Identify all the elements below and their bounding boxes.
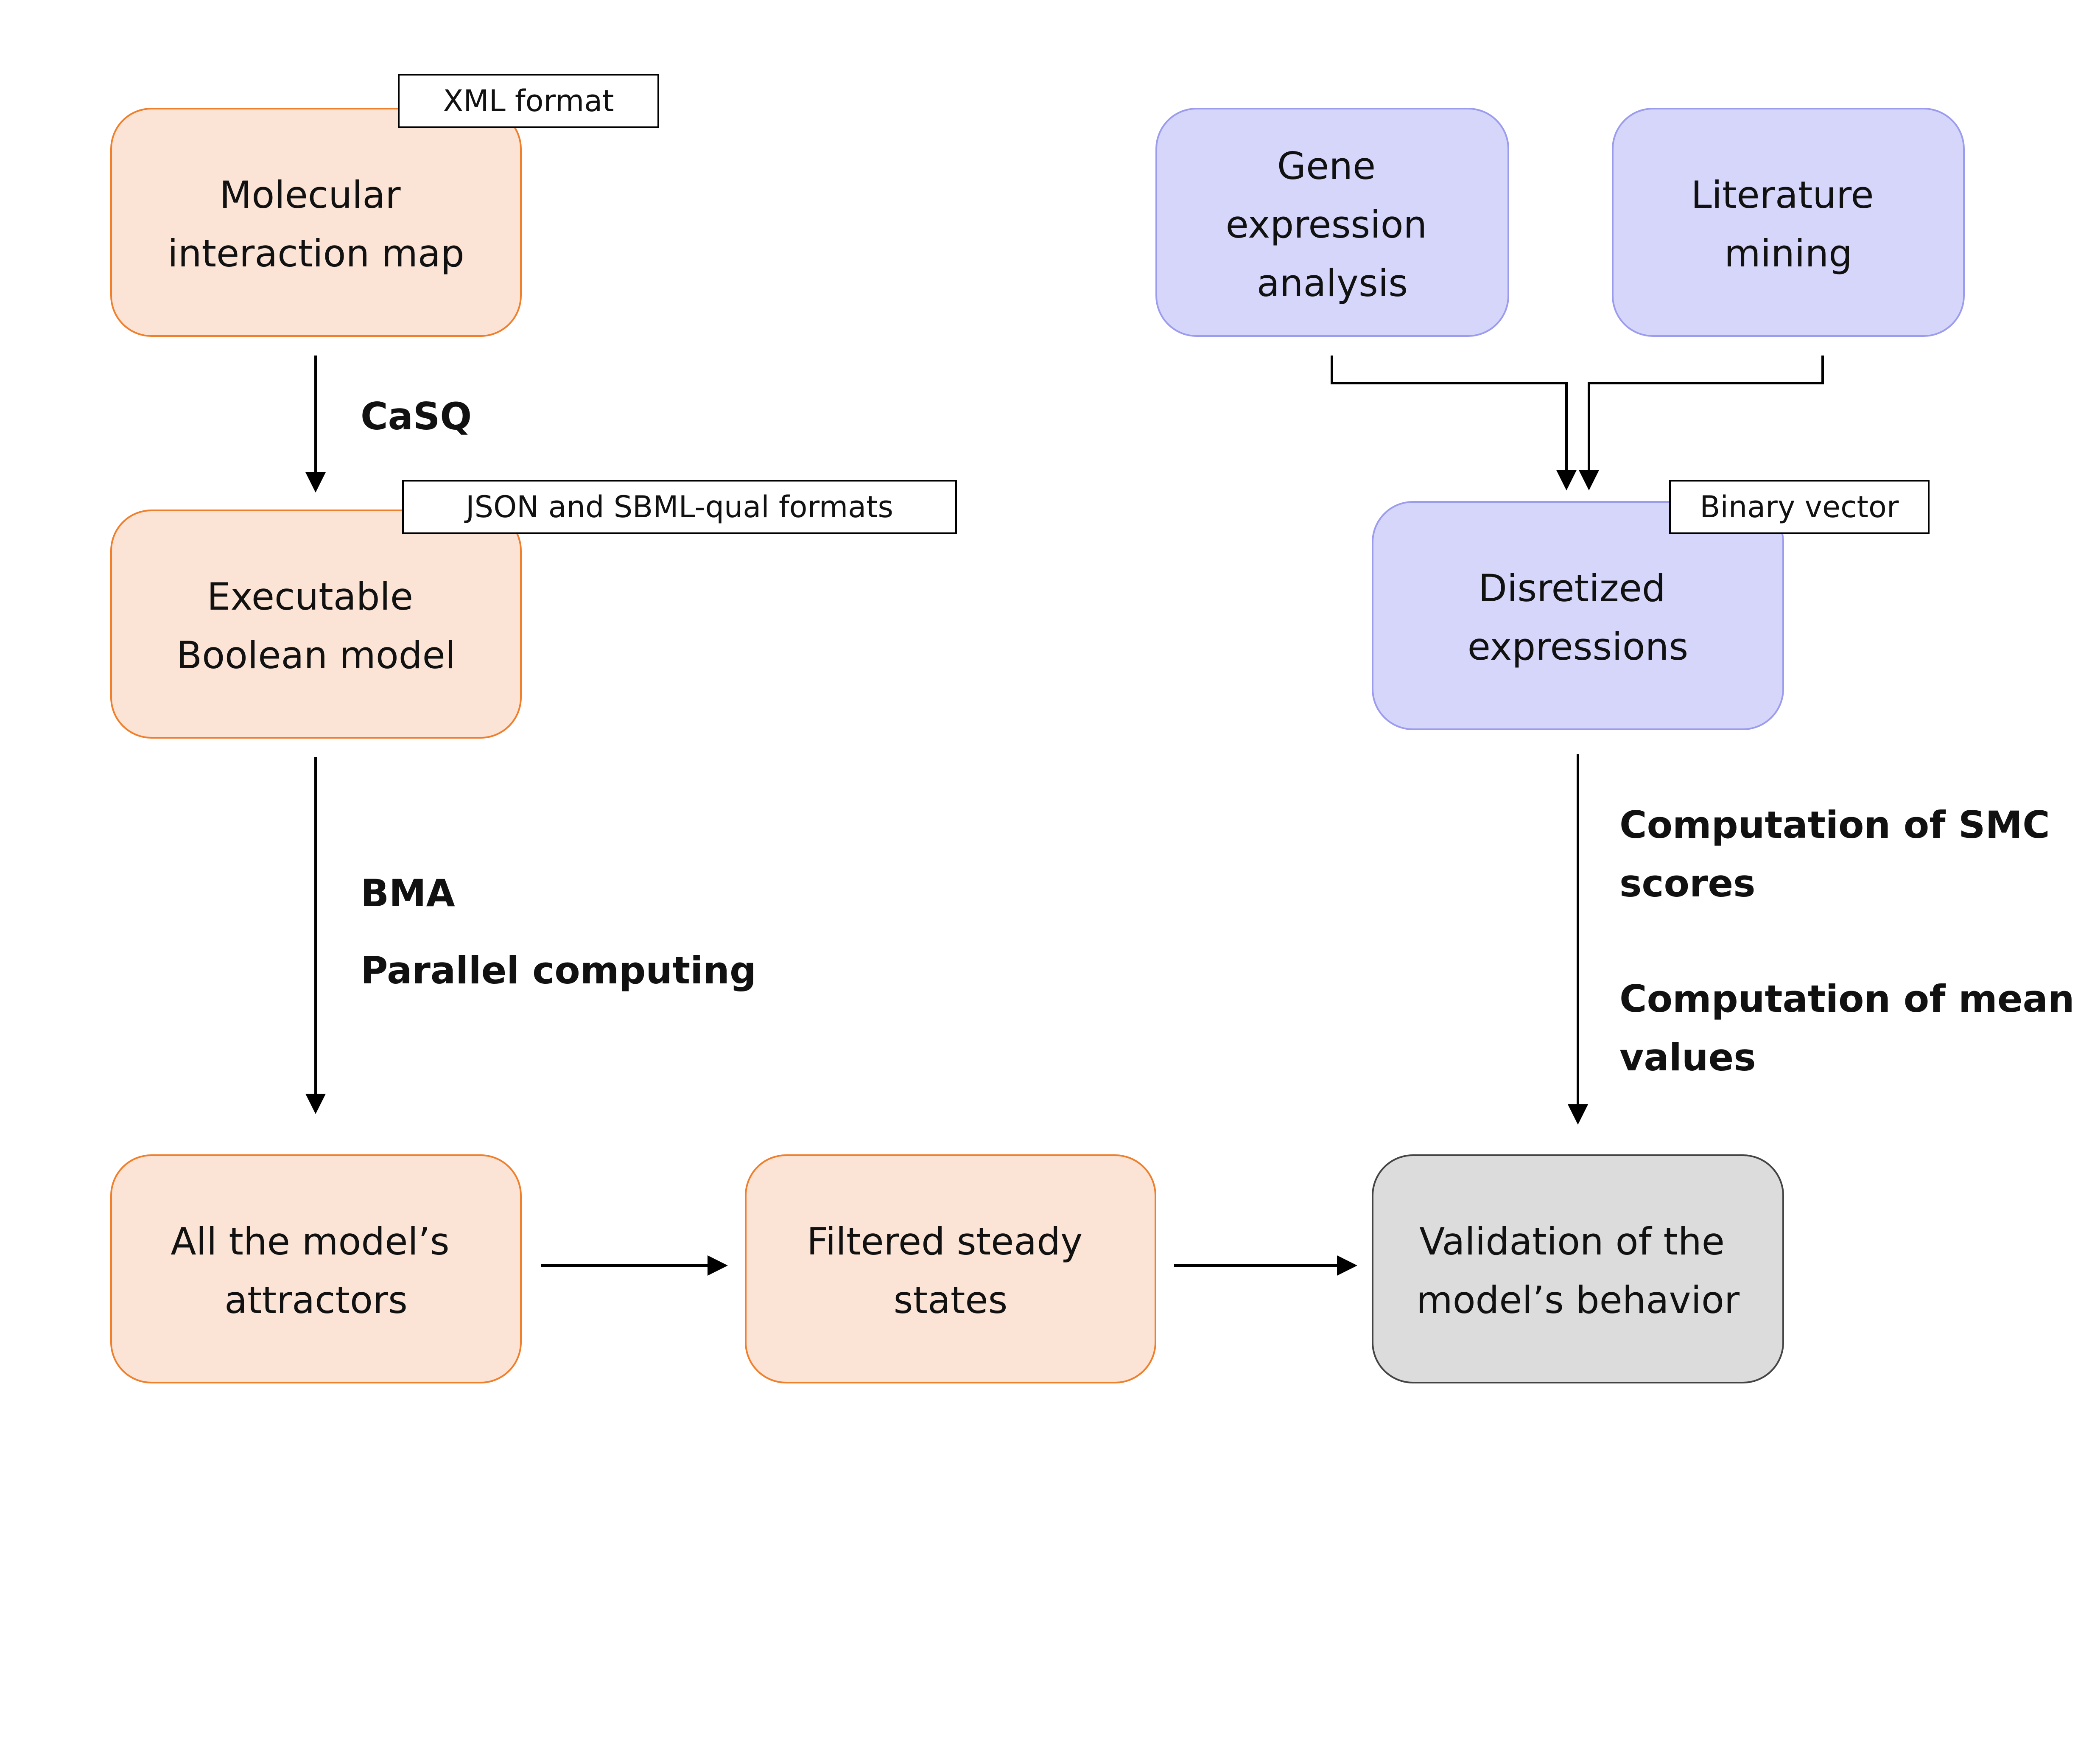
steady-states-node: Filtered steady states xyxy=(745,1154,1156,1383)
binary-vector-tag: Binary vector xyxy=(1669,480,1930,534)
json-sbml-format-tag: JSON and SBML-qual formats xyxy=(402,480,957,534)
smc-scores-label: Computation of SMC scores xyxy=(1619,803,2063,905)
discretized-line-1: Disretized xyxy=(1478,566,1666,610)
mean-values-label: Computation of mean values xyxy=(1619,977,2087,1079)
gene-expression-line-1: Gene xyxy=(1277,144,1376,188)
literature-node: Literature mining xyxy=(1612,108,1965,337)
casq-label: CaSQ xyxy=(361,395,472,438)
attractors-line-2: attractors xyxy=(224,1278,408,1322)
steady-states-line-2: states xyxy=(894,1278,1008,1322)
svg-text:Executable Boolean model: Executable Boolean model xyxy=(176,575,456,677)
mean-values-line-2: values xyxy=(1619,1036,1756,1079)
molecular-map-line-1: Molecular xyxy=(219,173,401,217)
svg-text:Validation of the model’: Validation of the model’s behavior xyxy=(1416,1220,1740,1322)
molecular-map-node: Molecular interaction map xyxy=(110,108,522,337)
bma-label: BMA xyxy=(361,871,455,915)
arrow-literature-to-discretized xyxy=(1579,356,1824,490)
svg-text:Molecular interaction ma: Molecular interaction map xyxy=(168,173,464,275)
molecular-map-line-2: interaction map xyxy=(168,232,464,275)
edges xyxy=(305,356,1824,1276)
validation-node: Validation of the model’s behavior xyxy=(1372,1154,1784,1383)
validation-line-2: model’s behavior xyxy=(1416,1278,1740,1322)
validation-line-1: Validation of the xyxy=(1419,1220,1725,1263)
discretized-node: Disretized expressions xyxy=(1372,501,1784,730)
svg-text:Gene expression an: Gene expression analysis xyxy=(1226,144,1439,305)
attractors-node: All the model’s attractors xyxy=(110,1154,522,1383)
mean-values-line-1: Computation of mean xyxy=(1619,977,2075,1021)
boolean-model-line-2: Boolean model xyxy=(176,633,456,677)
xml-format-text: XML format xyxy=(443,84,614,118)
boolean-model-line-1: Executable xyxy=(207,575,413,619)
gene-expression-line-2: expression xyxy=(1226,203,1427,246)
svg-text:Literature mining: Literature mining xyxy=(1691,173,1886,275)
smc-scores-line-2: scores xyxy=(1619,862,1755,905)
smc-scores-line-1: Computation of SMC xyxy=(1619,803,2050,847)
xml-format-tag: XML format xyxy=(398,74,659,128)
json-sbml-format-text: JSON and SBML-qual formats xyxy=(464,490,893,524)
literature-line-2: mining xyxy=(1724,232,1852,275)
binary-vector-text: Binary vector xyxy=(1700,490,1899,524)
svg-text:All the model’s attracto: All the model’s attractors xyxy=(171,1220,461,1322)
steady-states-line-1: Filtered steady xyxy=(807,1220,1082,1263)
discretized-line-2: expressions xyxy=(1468,625,1689,669)
arrow-gene-expression-to-discretized xyxy=(1331,356,1577,490)
gene-expression-line-3: analysis xyxy=(1257,261,1408,305)
parallel-computing-label: Parallel computing xyxy=(361,949,756,992)
gene-expression-node: Gene expression analysis xyxy=(1155,108,1509,337)
literature-line-1: Literature xyxy=(1691,173,1874,217)
boolean-model-node: Executable Boolean model xyxy=(110,510,522,739)
svg-text:Disretized expressions: Disretized expressions xyxy=(1468,566,1689,669)
svg-text:Filtered steady states: Filtered steady states xyxy=(807,1220,1094,1322)
attractors-line-1: All the model’s xyxy=(171,1220,449,1263)
